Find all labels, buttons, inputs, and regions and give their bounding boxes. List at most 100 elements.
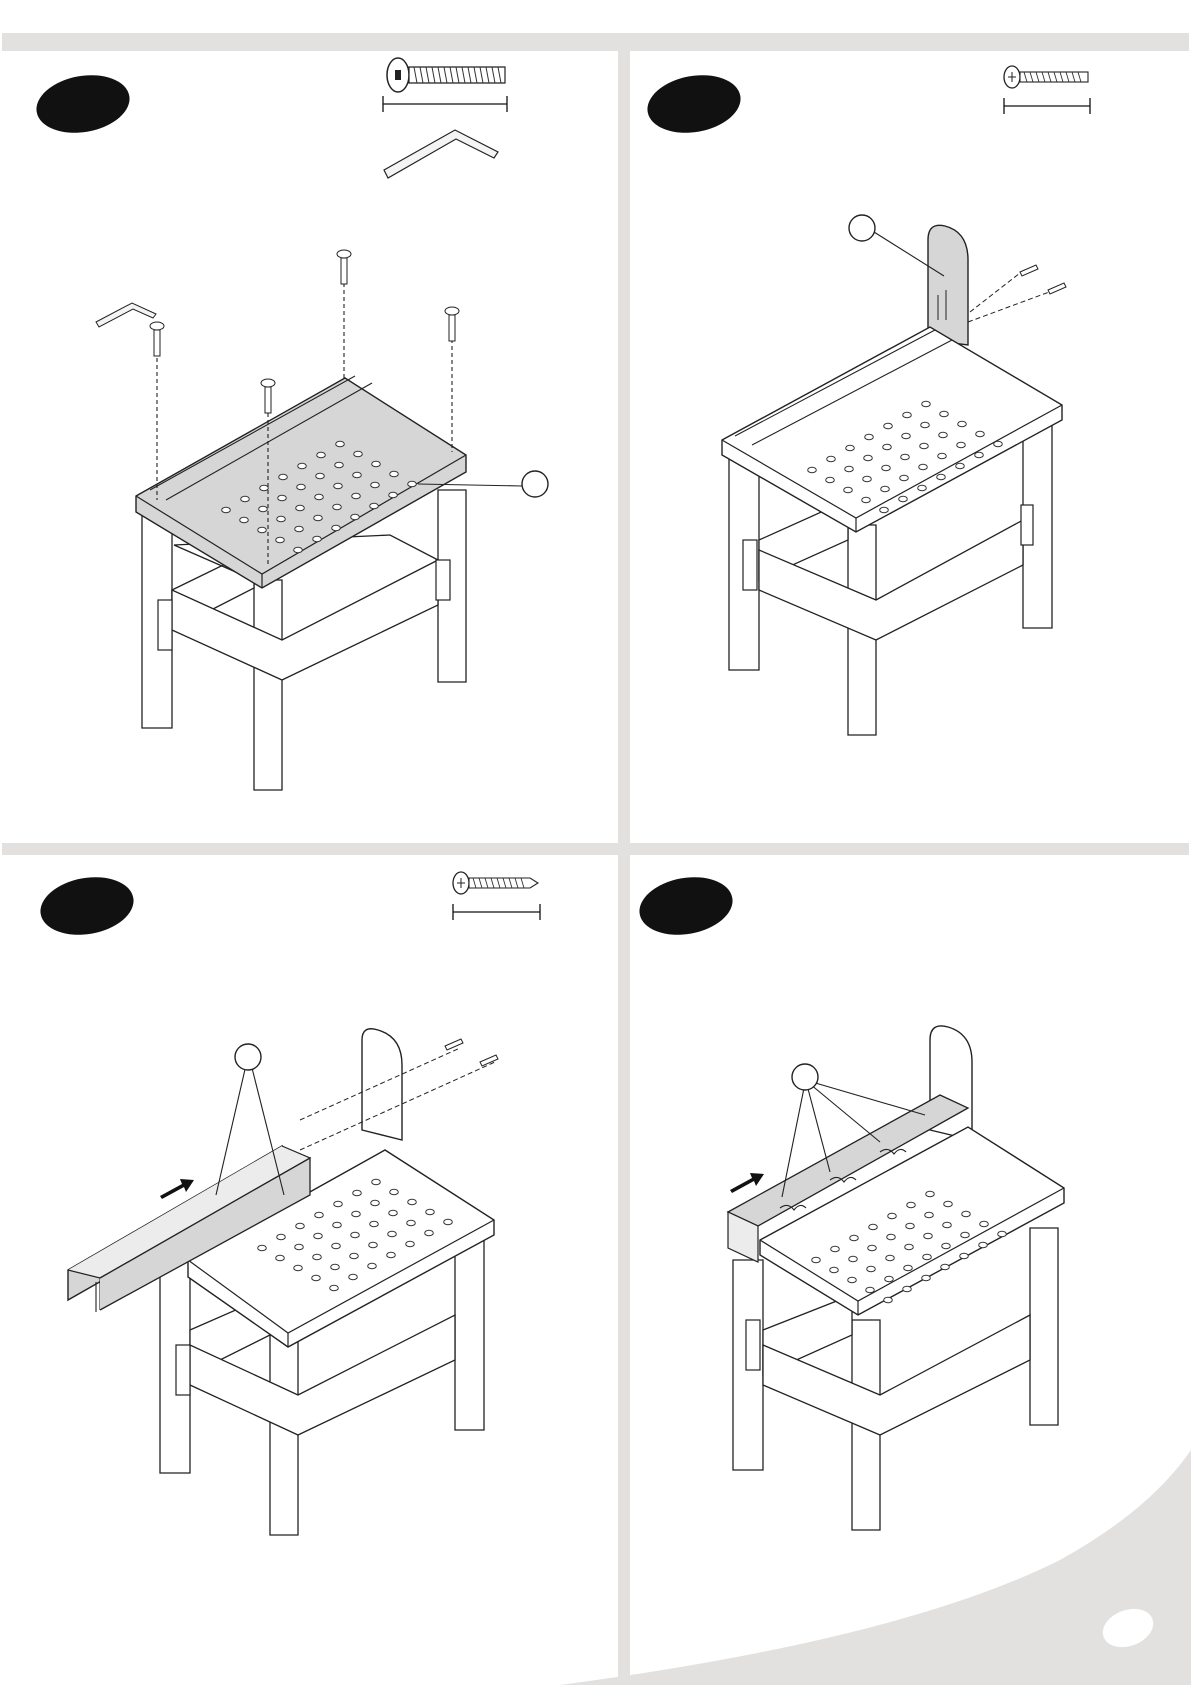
step-2-panel xyxy=(643,66,1090,735)
tabletop-hole xyxy=(277,1234,286,1240)
hex-key-small-icon xyxy=(96,303,156,327)
tabletop-hole xyxy=(295,1244,304,1250)
tabletop-hole xyxy=(315,1212,324,1218)
tabletop-hole xyxy=(844,487,853,493)
tabletop-hole xyxy=(902,433,911,439)
table-2-bracket xyxy=(743,540,757,590)
tabletop-hole xyxy=(408,1199,417,1205)
tabletop-hole xyxy=(294,547,303,553)
tabletop-hole xyxy=(926,1191,935,1197)
tabletop-hole xyxy=(351,1232,360,1238)
tabletop-hole xyxy=(865,434,874,440)
tabletop-hole xyxy=(317,452,326,458)
back-panel-3 xyxy=(362,1029,402,1140)
tabletop-hole xyxy=(372,461,381,467)
tabletop-hole xyxy=(906,1223,915,1229)
step-3-badge xyxy=(36,870,138,941)
table-3-bracket xyxy=(176,1345,190,1395)
tabletop-hole xyxy=(976,431,985,437)
tabletop-hole xyxy=(390,1189,399,1195)
tabletop-hole xyxy=(958,421,967,427)
tabletop-hole xyxy=(222,507,231,513)
tabletop-hole xyxy=(260,485,269,491)
back-panel xyxy=(928,225,968,345)
tabletop-hole xyxy=(298,463,307,469)
tabletop-hole xyxy=(862,497,871,503)
tabletop-hole xyxy=(903,1286,912,1292)
tabletop-hole xyxy=(918,485,927,491)
tabletop-hole xyxy=(331,1264,340,1270)
step-2-badge xyxy=(643,68,745,139)
part-callout-circle-4 xyxy=(792,1064,818,1090)
tabletop-hole xyxy=(944,1201,953,1207)
tabletop-hole xyxy=(370,1221,379,1227)
tabletop-hole xyxy=(408,481,417,487)
tabletop-hole xyxy=(426,1209,435,1215)
tabletop-hole xyxy=(826,477,835,483)
tabletop-hole xyxy=(296,1223,305,1229)
table-1-bracket xyxy=(158,600,172,650)
tabletop-hole xyxy=(882,465,891,471)
tabletop-hole xyxy=(921,422,930,428)
hex-key-icon xyxy=(384,130,498,178)
tabletop-hole xyxy=(920,443,929,449)
tabletop-hole xyxy=(276,537,285,543)
tabletop-hole xyxy=(850,1235,859,1241)
tabletop-hole xyxy=(334,483,343,489)
part-callout-circle-3 xyxy=(235,1044,261,1070)
step-4-panel xyxy=(635,870,1064,1530)
tabletop-hole xyxy=(314,1233,323,1239)
tabletop-hole xyxy=(370,503,379,509)
tabletop-hole xyxy=(942,1243,951,1249)
table-1-bracket-right xyxy=(436,560,450,600)
tabletop-hole xyxy=(312,1275,321,1281)
tabletop-hole xyxy=(979,1242,988,1248)
long-bolt-icon xyxy=(383,58,507,112)
step-2-screws xyxy=(968,265,1066,322)
tabletop-hole xyxy=(349,1274,358,1280)
tabletop-hole xyxy=(389,1210,398,1216)
tabletop-hole xyxy=(900,475,909,481)
tabletop-hole xyxy=(885,1276,894,1282)
tabletop-hole xyxy=(880,507,889,513)
tabletop-hole xyxy=(425,1230,434,1236)
tabletop-hole xyxy=(294,1265,303,1271)
tabletop-hole xyxy=(297,484,306,490)
tabletop-hole xyxy=(240,517,249,523)
tabletop-hole xyxy=(389,492,398,498)
tabletop-hole xyxy=(258,527,267,533)
tabletop-hole xyxy=(334,1201,343,1207)
tabletop-hole xyxy=(276,1255,285,1261)
tabletop-hole xyxy=(259,506,268,512)
tabletop-hole xyxy=(279,474,288,480)
tabletop-hole xyxy=(353,1190,362,1196)
tabletop-hole xyxy=(899,496,908,502)
tabletop-hole xyxy=(924,1233,933,1239)
arrow-icon-2 xyxy=(730,1173,764,1193)
tabletop-hole xyxy=(938,453,947,459)
tabletop-hole xyxy=(994,441,1003,447)
tabletop-hole xyxy=(296,505,305,511)
part-callout-circle-2 xyxy=(849,215,875,241)
tabletop-hole xyxy=(845,466,854,472)
tabletop-hole xyxy=(390,471,399,477)
screw-icon xyxy=(150,250,459,413)
tabletop-hole xyxy=(372,1179,381,1185)
tabletop-hole xyxy=(313,1254,322,1260)
step-1-badge xyxy=(32,68,134,139)
tabletop-hole xyxy=(960,1253,969,1259)
tabletop-hole xyxy=(444,1219,453,1225)
tabletop-hole xyxy=(241,496,250,502)
tabletop-hole xyxy=(961,1232,970,1238)
tabletop-hole xyxy=(369,1242,378,1248)
wood-screw-icon xyxy=(453,872,540,920)
tabletop-hole xyxy=(907,1202,916,1208)
tabletop-hole xyxy=(353,472,362,478)
tabletop-hole xyxy=(332,1243,341,1249)
tabletop-hole xyxy=(846,445,855,451)
tabletop-hole xyxy=(352,1211,361,1217)
tabletop-hole xyxy=(905,1244,914,1250)
step-3-panel xyxy=(36,870,540,1535)
tabletop-hole xyxy=(956,463,965,469)
tabletop-hole xyxy=(313,536,322,542)
